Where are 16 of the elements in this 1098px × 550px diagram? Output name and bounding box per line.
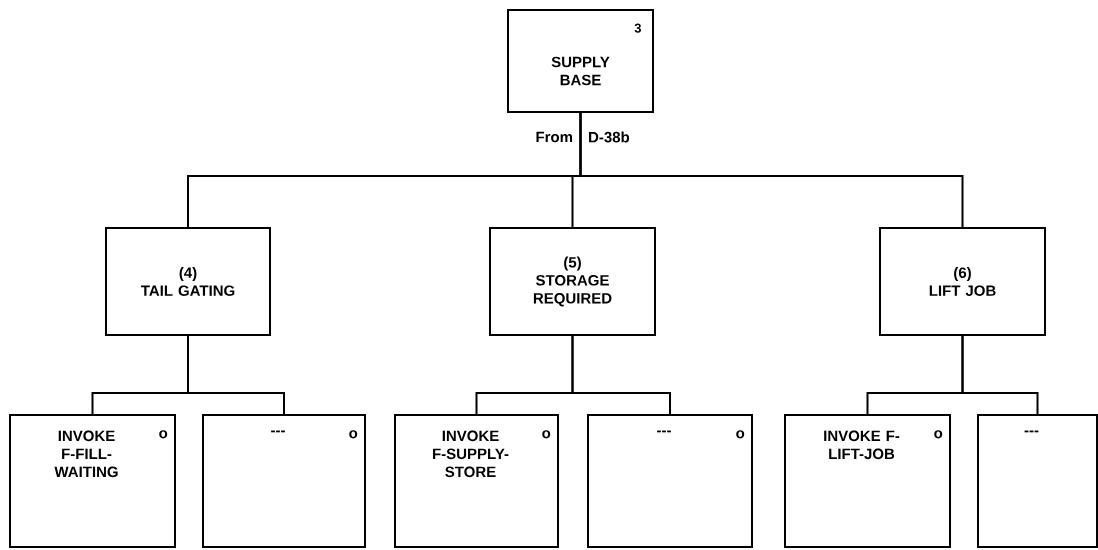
source-note: D-38b — [589, 131, 630, 143]
process-box: (6) LIFT JOB — [879, 227, 1046, 336]
process-box: (4) TAIL GATING — [105, 227, 271, 336]
process-box: 3 SUPPLY BASE — [507, 9, 654, 113]
connector-line — [571, 335, 671, 415]
process-box: --- o — [587, 414, 753, 548]
connector-line — [961, 335, 1039, 415]
process-box: (5) STORAGE REQUIRED — [489, 227, 656, 336]
process-box: INVOKE F-SUPPLY- STORE o — [394, 414, 559, 548]
connector-line — [579, 112, 964, 228]
connector-line — [187, 335, 285, 415]
process-box: INVOKE F- LIFT-JOB o — [784, 414, 951, 548]
process-box: --- — [977, 414, 1098, 548]
process-box: INVOKE F-FILL- WAITING o — [9, 414, 176, 548]
source-note: From — [536, 131, 573, 143]
process-box: --- o — [202, 414, 366, 548]
